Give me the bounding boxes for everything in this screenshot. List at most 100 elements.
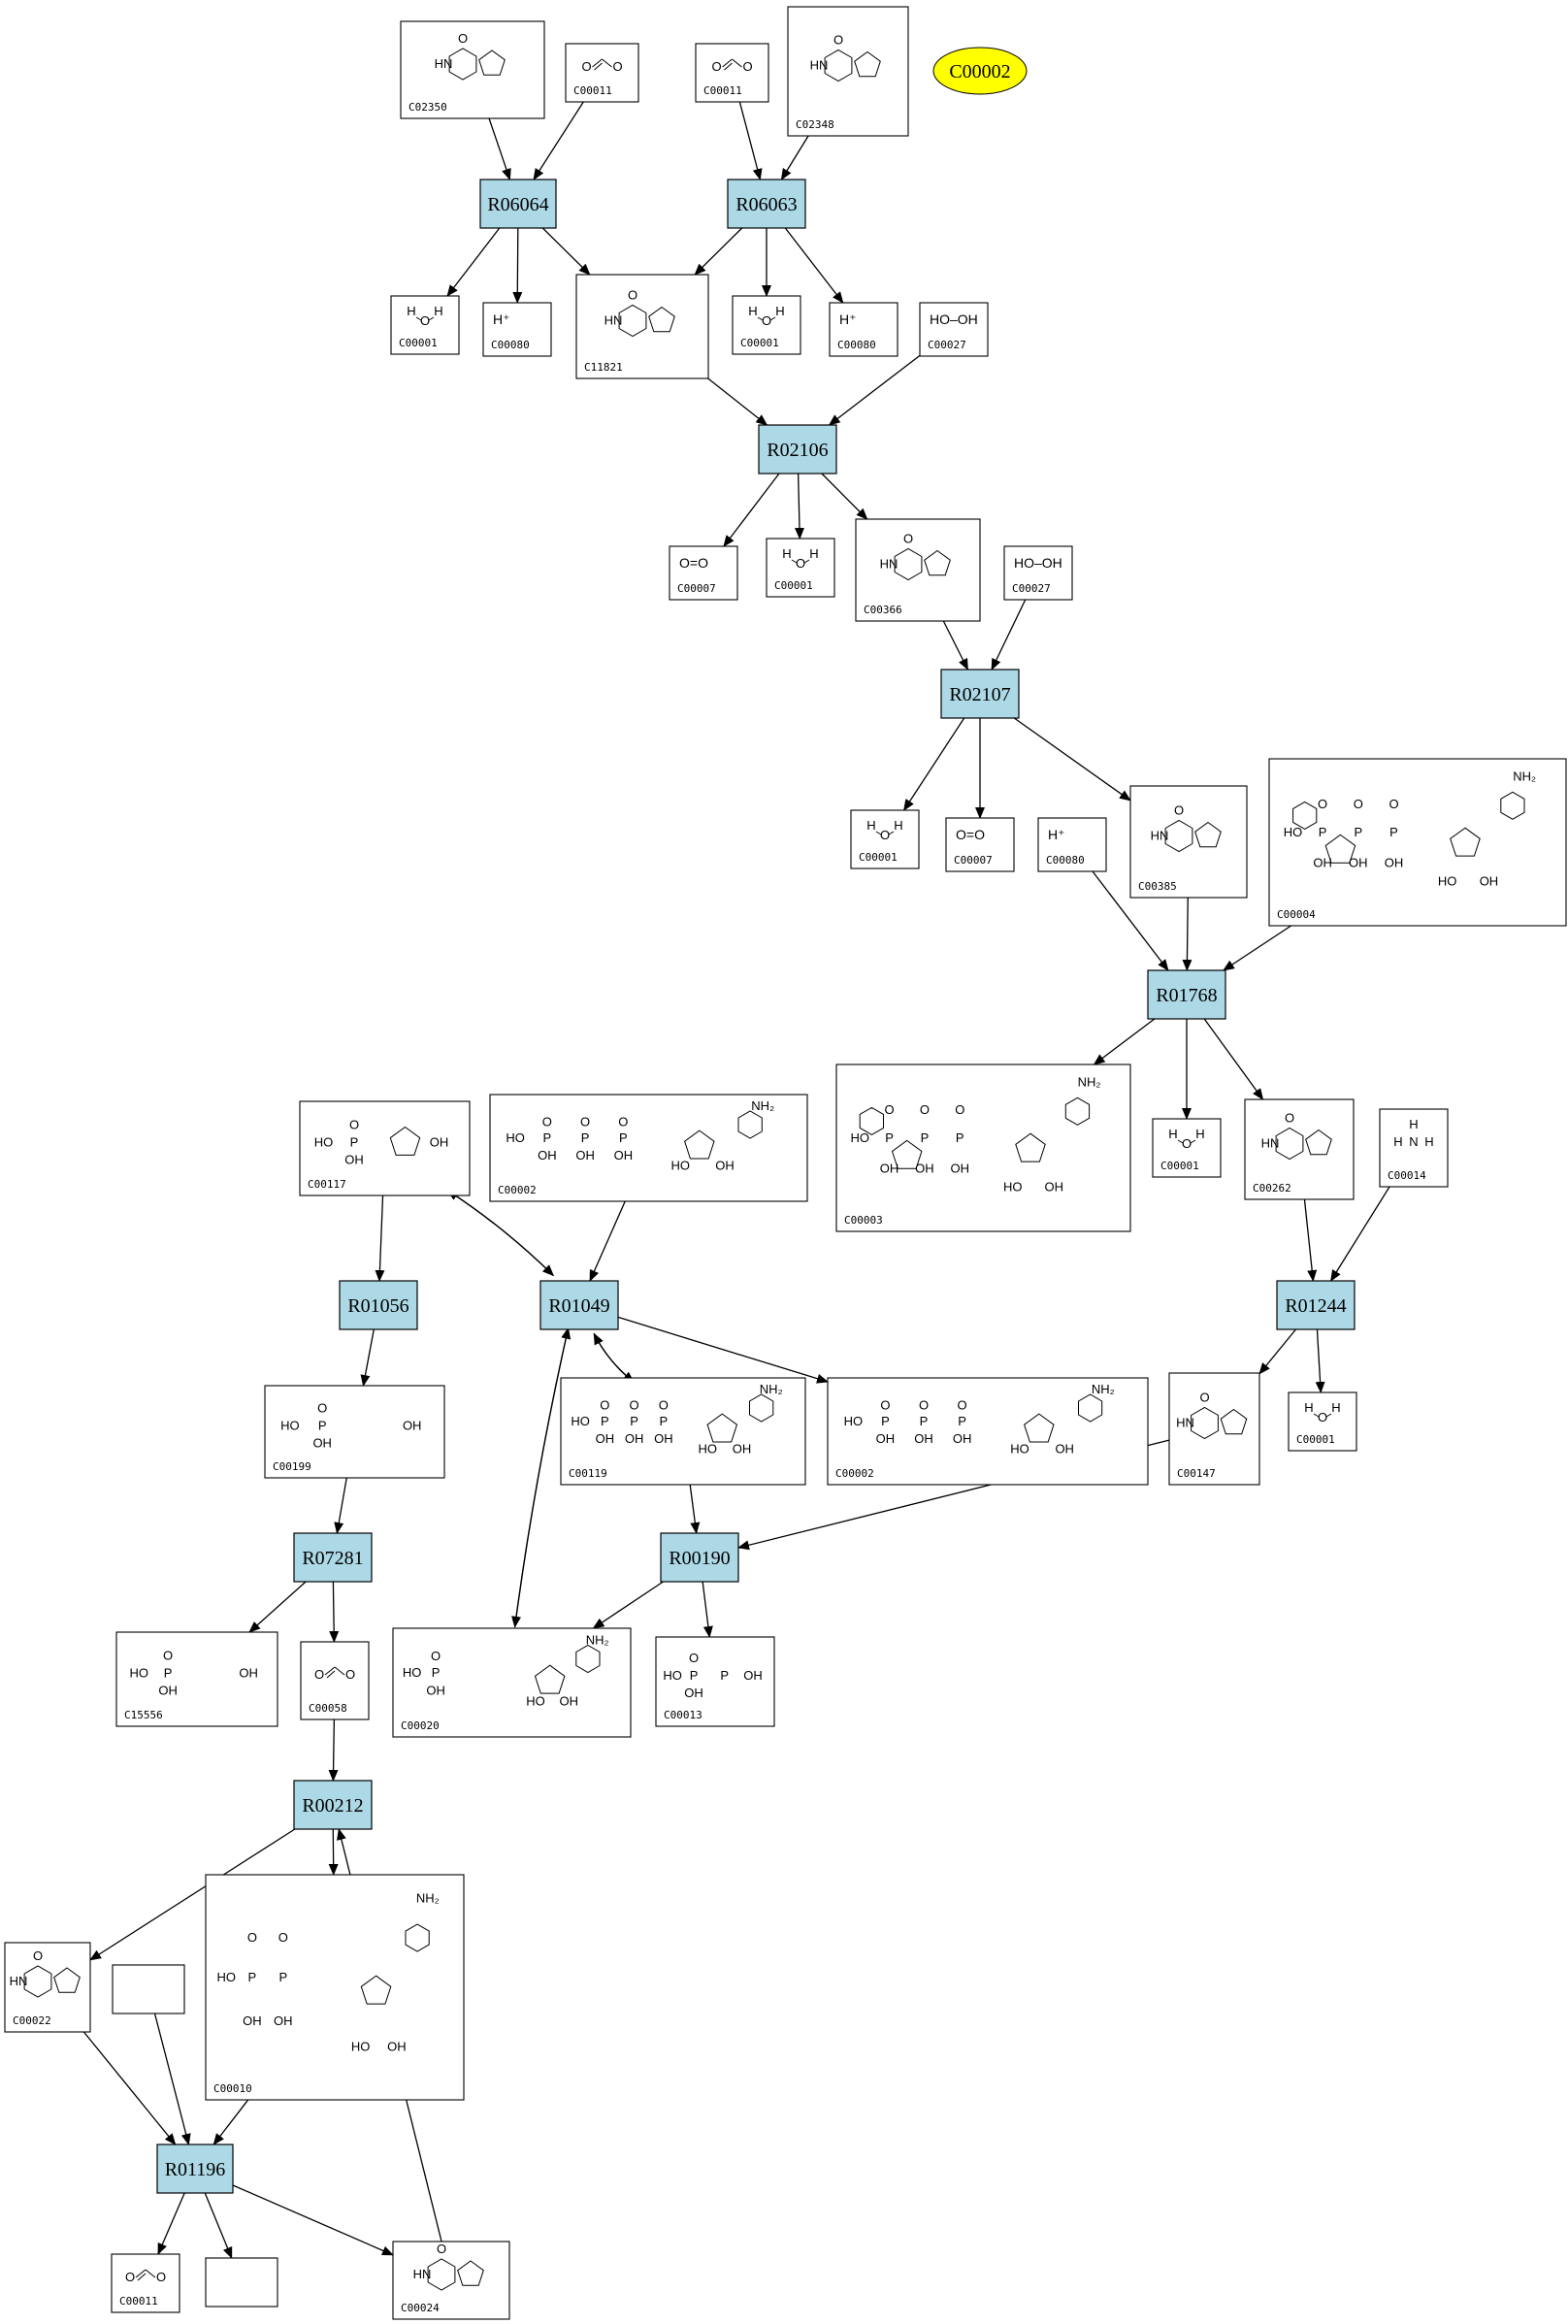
reaction-box[interactable]: [660, 1532, 739, 1583]
compound-box[interactable]: [115, 1631, 278, 1727]
compound-box[interactable]: [205, 1874, 465, 2101]
reaction-r00212[interactable]: R00212: [293, 1780, 373, 1830]
compound-box[interactable]: [1168, 1372, 1260, 1486]
reaction-r06064[interactable]: R06064: [479, 179, 557, 229]
reaction-r02107[interactable]: R02107: [940, 669, 1020, 719]
compound-box[interactable]: [264, 1385, 445, 1479]
compound-box[interactable]: [1152, 1118, 1222, 1178]
compound-box[interactable]: [655, 1636, 775, 1727]
reaction-box[interactable]: [156, 2144, 234, 2194]
compound-box[interactable]: [827, 1377, 1149, 1486]
reaction-r07281[interactable]: R07281: [293, 1532, 373, 1583]
compound-box[interactable]: [300, 1641, 370, 1720]
compound-box[interactable]: [732, 295, 801, 355]
reaction-box[interactable]: [339, 1280, 418, 1330]
compound-box[interactable]: [850, 809, 920, 869]
highlighted-compound[interactable]: C00002: [932, 47, 1028, 95]
compound-box[interactable]: [766, 538, 835, 598]
reaction-box[interactable]: [727, 179, 806, 229]
compound-blank[interactable]: [205, 2257, 278, 2308]
compound-box[interactable]: [489, 1094, 808, 1202]
compound-box[interactable]: [400, 20, 545, 119]
compound-box[interactable]: [855, 518, 981, 622]
compound-box[interactable]: [1288, 1391, 1357, 1452]
reaction-r01768[interactable]: R01768: [1147, 969, 1226, 1020]
compound-box[interactable]: [919, 302, 989, 357]
compound-box[interactable]: [4, 1942, 91, 2033]
compound-box[interactable]: [112, 1964, 185, 2014]
reaction-r02106[interactable]: R02106: [758, 424, 837, 475]
reaction-r01056[interactable]: R01056: [339, 1280, 418, 1330]
reaction-r01196[interactable]: R01196: [156, 2144, 234, 2194]
reaction-box[interactable]: [758, 424, 837, 475]
compound-box[interactable]: [299, 1100, 471, 1196]
compound-box[interactable]: [560, 1377, 806, 1486]
highlight-ellipse[interactable]: [932, 47, 1028, 95]
compound-box[interactable]: [390, 295, 460, 355]
compound-box[interactable]: [787, 6, 909, 137]
reaction-box[interactable]: [1276, 1280, 1356, 1330]
compound-blank[interactable]: [112, 1964, 185, 2014]
compound-box[interactable]: [1244, 1098, 1355, 1200]
compound-box[interactable]: [829, 302, 898, 357]
compound-box[interactable]: [669, 545, 738, 601]
reaction-box[interactable]: [539, 1280, 619, 1330]
compound-box[interactable]: [565, 43, 639, 103]
compound-box[interactable]: [695, 43, 769, 103]
compound-box[interactable]: [392, 1627, 632, 1738]
compound-box[interactable]: [835, 1064, 1131, 1232]
compound-c00080[interactable]: H⁺C00080: [1037, 817, 1107, 872]
compound-box[interactable]: [1379, 1108, 1449, 1188]
reaction-box[interactable]: [1147, 969, 1226, 1020]
reaction-box[interactable]: [940, 669, 1020, 719]
compound-box[interactable]: [205, 2257, 278, 2308]
compound-box[interactable]: [575, 274, 709, 379]
compound-c00080[interactable]: H⁺C00080: [829, 302, 898, 357]
reaction-box[interactable]: [293, 1780, 373, 1830]
compound-box[interactable]: [945, 817, 1015, 872]
compound-box[interactable]: [111, 2253, 180, 2313]
compound-box[interactable]: [482, 302, 552, 357]
compound-box[interactable]: [1037, 817, 1107, 872]
reaction-r01049[interactable]: R01049: [539, 1280, 619, 1330]
reaction-box[interactable]: [293, 1532, 373, 1583]
compound-box[interactable]: [1003, 545, 1073, 601]
compound-box[interactable]: [1129, 785, 1248, 899]
compound-box[interactable]: [392, 2241, 510, 2320]
reaction-box[interactable]: [479, 179, 557, 229]
compound-c00080[interactable]: H⁺C00080: [482, 302, 552, 357]
